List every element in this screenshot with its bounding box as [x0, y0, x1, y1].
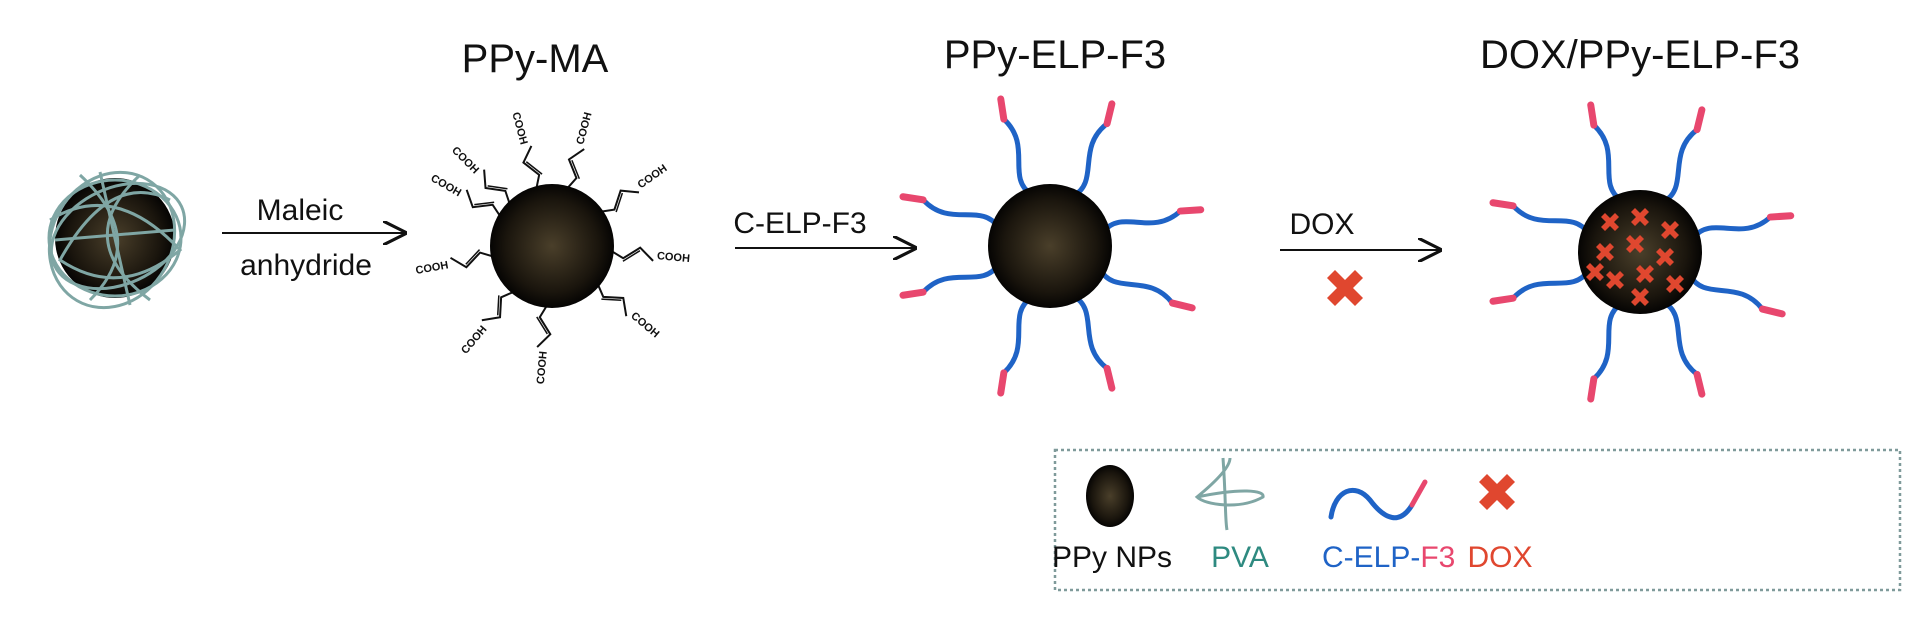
dox-icon	[1327, 270, 1363, 306]
legend-label-dox: DOX	[1467, 541, 1532, 574]
dox-ppy-elp-f3-particle	[1489, 101, 1795, 403]
c-elp-arm	[1001, 116, 1034, 197]
stage-title-ppy-ma: PPy-MA	[462, 37, 609, 81]
arrow-dox: DOX	[1280, 208, 1440, 306]
c-elp-arm	[1097, 266, 1175, 306]
pva-coated-ppy-particle	[47, 170, 187, 310]
f3-tip	[1766, 212, 1795, 221]
c-elp-arm	[1690, 214, 1773, 241]
dox-legend-icon	[1479, 474, 1515, 510]
c-elp-arm	[1591, 301, 1624, 382]
c-elp-arm	[920, 262, 1001, 295]
f3-tip	[997, 95, 1008, 123]
ppy-elp-f3-particle	[899, 95, 1205, 397]
pva-coil	[47, 170, 187, 310]
cooh-label: COOH	[415, 259, 450, 277]
f3-tip	[1489, 294, 1517, 305]
cooh-label: COOH	[535, 351, 550, 385]
double-bond	[525, 161, 543, 175]
double-bond	[571, 159, 581, 180]
ppy-np-core	[490, 184, 614, 308]
c-elp-legend-icon	[1328, 487, 1415, 521]
c-elp-arm	[1591, 122, 1624, 203]
maleic-chain	[597, 284, 628, 317]
f3-tip	[899, 193, 927, 204]
f3-tip	[1489, 199, 1517, 210]
legend-label-f3: F3	[1420, 541, 1455, 574]
double-bond	[615, 192, 624, 213]
f3-tip	[1587, 101, 1598, 129]
c-elp-arm	[1070, 121, 1110, 199]
double-bond	[474, 201, 495, 206]
stage-title-ppy-elp-f3: PPy-ELP-F3	[944, 33, 1166, 77]
reagent-label-bottom: anhydride	[240, 249, 372, 282]
f3-tip	[1168, 299, 1196, 312]
cooh-label: COOH	[574, 111, 594, 146]
maleic-chain	[611, 246, 654, 262]
double-bond	[622, 250, 641, 262]
c-elp-arm	[1687, 272, 1765, 312]
maleic-chain	[483, 169, 511, 204]
maleic-chain	[601, 189, 640, 213]
f3-tip	[1758, 305, 1786, 318]
ppy-np-core	[988, 184, 1112, 308]
double-bond	[601, 298, 622, 302]
legend-label-c-elp-f3: C-ELP-F3	[1322, 541, 1455, 574]
cooh-label: COOH	[656, 250, 690, 265]
cooh-label: COOH	[636, 162, 670, 191]
reagent-label: C-ELP-F3	[733, 207, 866, 240]
maleic-chain	[481, 291, 514, 322]
double-bond	[496, 295, 500, 316]
cooh-label: COOH	[509, 111, 529, 146]
c-elp-arm	[1660, 127, 1700, 205]
double-bond	[465, 249, 481, 265]
c-elp-arm	[1100, 208, 1183, 235]
c-elp-arm	[1001, 295, 1034, 376]
reagent-label-top: Maleic	[257, 194, 344, 227]
legend-label-pva: PVA	[1211, 541, 1269, 574]
double-bond	[536, 316, 548, 335]
cooh-label: COOH	[429, 172, 464, 199]
c-elp-arm	[1510, 268, 1591, 301]
f3-tip	[1693, 106, 1706, 134]
c-elp-arm	[1660, 299, 1700, 377]
f3-tip	[1176, 206, 1205, 215]
reagent-label: DOX	[1289, 208, 1354, 241]
maleic-chain	[566, 148, 585, 189]
arrow-maleic-anhydride: Maleic anhydride	[222, 194, 405, 282]
maleic-chain	[522, 145, 541, 189]
f3-tip	[1587, 375, 1598, 403]
legend-label-ppy: PPy NPs	[1052, 541, 1172, 574]
c-elp-arm	[1070, 293, 1110, 371]
f3-tip	[1693, 370, 1706, 398]
c-elp-arm	[1510, 203, 1591, 236]
cooh-label: COOH	[459, 324, 489, 357]
f3-tip	[997, 369, 1008, 397]
cooh-label: COOH	[628, 310, 661, 340]
c-elp-arm	[920, 197, 1001, 230]
legend: PPy NPs PVA C-ELP-F3 DOX	[1052, 448, 1902, 592]
pva-legend-icon	[1194, 457, 1265, 531]
legend-border	[1053, 448, 1902, 592]
legend-label-c-elp: C-ELP-	[1322, 541, 1420, 574]
maleic-chain	[449, 251, 494, 269]
ppy-np-legend-icon	[1086, 465, 1134, 527]
double-bond	[487, 185, 508, 190]
f3-tip	[899, 288, 927, 299]
cooh-label: COOH	[449, 145, 481, 177]
f3-tip	[1103, 100, 1116, 128]
stage-title-dox-ppy-elp-f3: DOX/PPy-ELP-F3	[1480, 33, 1800, 77]
f3-legend-tip	[1409, 479, 1428, 508]
f3-tip	[1103, 364, 1116, 392]
maleic-chain	[536, 305, 552, 348]
arrow-c-elp-f3: C-ELP-F3	[733, 207, 915, 248]
maleic-chain	[465, 189, 501, 217]
